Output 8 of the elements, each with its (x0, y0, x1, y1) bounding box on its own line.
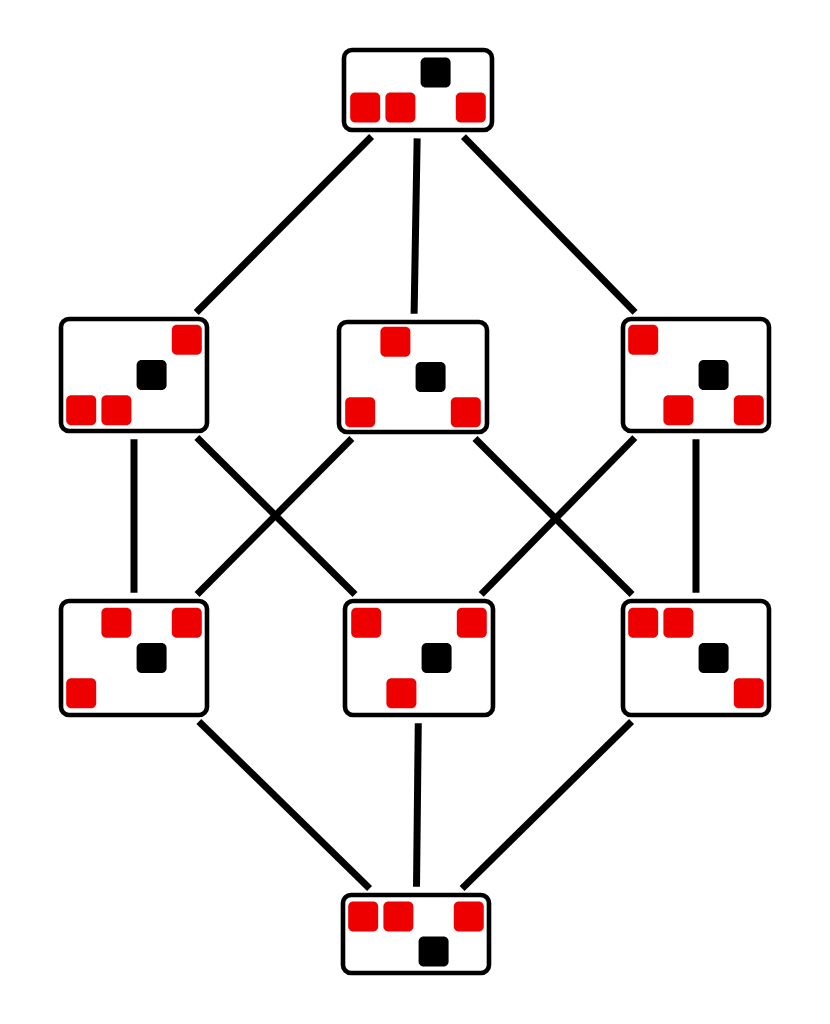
connector-line (130, 439, 138, 593)
connector-line (410, 138, 421, 314)
connector-line (460, 134, 638, 315)
connector-line (193, 134, 375, 315)
connector-line (459, 719, 635, 891)
connector-line (413, 723, 422, 887)
connector-line (692, 439, 700, 593)
connector-line (196, 719, 373, 891)
